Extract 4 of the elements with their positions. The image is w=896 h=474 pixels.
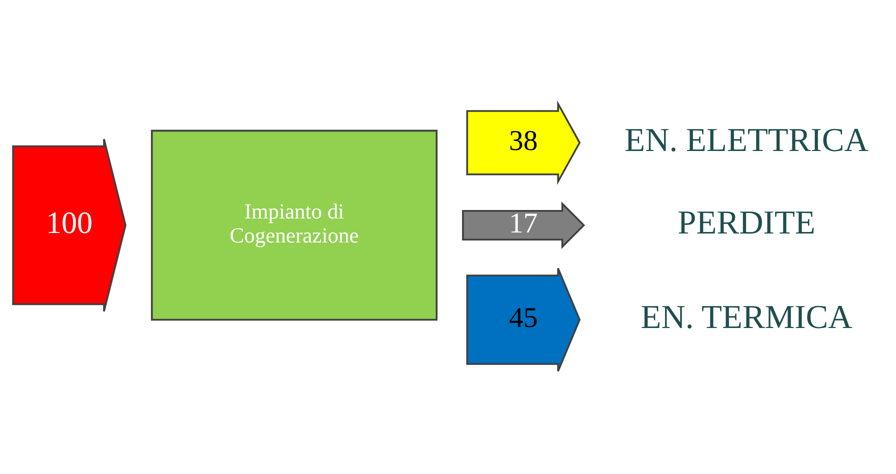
- node-box: Impianto di Cogenerazione: [150, 129, 438, 320]
- node-label: EN. ELETTRICA: [624, 121, 868, 158]
- node-label: PERDITE: [678, 204, 816, 241]
- node-label: EN. TERMICA: [640, 298, 852, 336]
